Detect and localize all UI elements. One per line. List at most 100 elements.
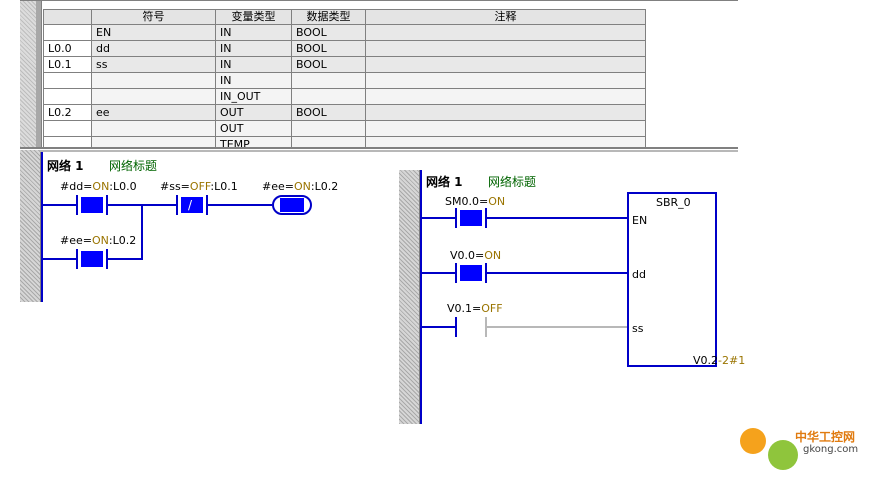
column-header-data-type[interactable]: 数据类型: [291, 9, 366, 25]
cell-comment[interactable]: [365, 24, 646, 41]
contact-sm00[interactable]: [455, 208, 487, 228]
cell-var-type[interactable]: IN: [215, 72, 292, 89]
rung-wire: [43, 204, 76, 206]
contact-ss-normally-closed[interactable]: /: [176, 195, 208, 215]
local-variable-table: 符号 变量类型 数据类型 注释 EN IN BOOL L0.0 dd IN BO…: [43, 9, 646, 147]
cell-symbol[interactable]: [91, 136, 216, 147]
cell-address[interactable]: [43, 24, 92, 41]
cell-data-type[interactable]: BOOL: [291, 24, 366, 41]
cell-address[interactable]: L0.1: [43, 56, 92, 73]
right-network-title[interactable]: 网络 1: [426, 175, 463, 189]
contact-ss-label: #ss=OFF:L0.1: [160, 180, 238, 193]
pin-en-label: EN: [632, 214, 648, 227]
cell-data-type[interactable]: BOOL: [291, 104, 366, 121]
cell-comment[interactable]: [365, 40, 646, 57]
table-row[interactable]: L0.2 ee OUT BOOL: [43, 104, 646, 121]
cell-address[interactable]: [43, 120, 92, 137]
branch-wire: [141, 204, 143, 259]
left-power-rail: [41, 152, 43, 302]
rung-wire: [422, 272, 455, 274]
cell-var-type[interactable]: IN: [215, 40, 292, 57]
contact-ee[interactable]: [76, 249, 108, 269]
cell-comment[interactable]: [365, 120, 646, 137]
cell-var-type[interactable]: IN: [215, 56, 292, 73]
cell-var-type[interactable]: OUT: [215, 104, 292, 121]
cell-symbol[interactable]: [91, 88, 216, 105]
gear-icon: [740, 428, 766, 454]
cell-symbol[interactable]: ee: [91, 104, 216, 121]
cell-comment[interactable]: [365, 72, 646, 89]
rung-wire: [487, 217, 627, 219]
left-network-margin: [20, 150, 41, 302]
cell-symbol[interactable]: EN: [91, 24, 216, 41]
cell-address[interactable]: L0.0: [43, 40, 92, 57]
cell-address[interactable]: [43, 136, 92, 147]
box-title: SBR_0: [656, 196, 691, 209]
cell-data-type[interactable]: [291, 136, 366, 147]
branch-wire: [43, 258, 76, 260]
rung-wire-off: [487, 326, 627, 328]
cell-symbol[interactable]: [91, 72, 216, 89]
table-row[interactable]: IN: [43, 72, 646, 89]
table-header-row: 符号 变量类型 数据类型 注释: [43, 9, 646, 25]
contact-dd-label: #dd=ON:L0.0: [60, 180, 137, 193]
table-row[interactable]: TEMP: [43, 136, 646, 147]
branch-wire: [108, 258, 143, 260]
logo-url: gkong.com: [803, 444, 859, 455]
out-pin-value: -2#1: [718, 354, 746, 367]
column-header-symbol[interactable]: 符号: [91, 9, 216, 25]
column-header-comment[interactable]: 注释: [365, 9, 646, 25]
column-header-var-type[interactable]: 变量类型: [215, 9, 292, 25]
contact-dd[interactable]: [76, 195, 108, 215]
cell-var-type[interactable]: OUT: [215, 120, 292, 137]
contact-sm00-label: SM0.0=ON: [445, 195, 506, 208]
left-network-title[interactable]: 网络 1: [47, 159, 84, 173]
right-power-rail: [420, 170, 422, 424]
contact-v00[interactable]: [455, 263, 487, 283]
cell-var-type[interactable]: IN: [215, 24, 292, 41]
variable-table-panel: 符号 变量类型 数据类型 注释 EN IN BOOL L0.0 dd IN BO…: [20, 0, 738, 149]
coil-ee-label: #ee=ON:L0.2: [262, 180, 339, 193]
cell-comment[interactable]: [365, 104, 646, 121]
cell-address[interactable]: [43, 88, 92, 105]
rung-wire: [422, 217, 455, 219]
slash-glyph: /: [188, 198, 193, 212]
table-row[interactable]: L0.1 ss IN BOOL: [43, 56, 646, 73]
cell-symbol[interactable]: ss: [91, 56, 216, 73]
cell-symbol[interactable]: dd: [91, 40, 216, 57]
cell-data-type[interactable]: [291, 88, 366, 105]
rung-wire: [208, 204, 272, 206]
table-row[interactable]: EN IN BOOL: [43, 24, 646, 41]
table-row[interactable]: IN_OUT: [43, 88, 646, 105]
contact-v01-label: V0.1=OFF: [447, 302, 503, 315]
out-pin-label: V0.2: [693, 354, 719, 367]
cell-address[interactable]: [43, 72, 92, 89]
left-network-comment[interactable]: 网络标题: [109, 159, 158, 173]
cell-comment[interactable]: [365, 88, 646, 105]
right-network-comment[interactable]: 网络标题: [488, 175, 537, 189]
cell-data-type[interactable]: [291, 120, 366, 137]
cell-var-type[interactable]: IN_OUT: [215, 88, 292, 105]
contact-ee-label: #ee=ON:L0.2: [60, 234, 137, 247]
coil-ee[interactable]: [272, 195, 312, 215]
pin-ss-label: ss: [632, 322, 644, 335]
subroutine-box-sbr0[interactable]: SBR_0 EN dd ss V0.2: [627, 192, 719, 367]
gear-icon: [768, 440, 798, 470]
contact-v01[interactable]: [455, 317, 487, 337]
column-header-address[interactable]: [43, 9, 92, 25]
cell-var-type[interactable]: TEMP: [215, 136, 292, 147]
rung-wire: [487, 272, 627, 274]
rung-wire: [422, 326, 455, 328]
cell-comment[interactable]: [365, 136, 646, 147]
cell-data-type[interactable]: BOOL: [291, 56, 366, 73]
cell-symbol[interactable]: [91, 120, 216, 137]
contact-v00-label: V0.0=ON: [450, 249, 502, 262]
cell-data-type[interactable]: BOOL: [291, 40, 366, 57]
table-row[interactable]: OUT: [43, 120, 646, 137]
left-network-top-border: [40, 150, 738, 152]
cell-comment[interactable]: [365, 56, 646, 73]
table-row[interactable]: L0.0 dd IN BOOL: [43, 40, 646, 57]
cell-address[interactable]: L0.2: [43, 104, 92, 121]
cell-data-type[interactable]: [291, 72, 366, 89]
right-network-margin: [399, 170, 420, 424]
